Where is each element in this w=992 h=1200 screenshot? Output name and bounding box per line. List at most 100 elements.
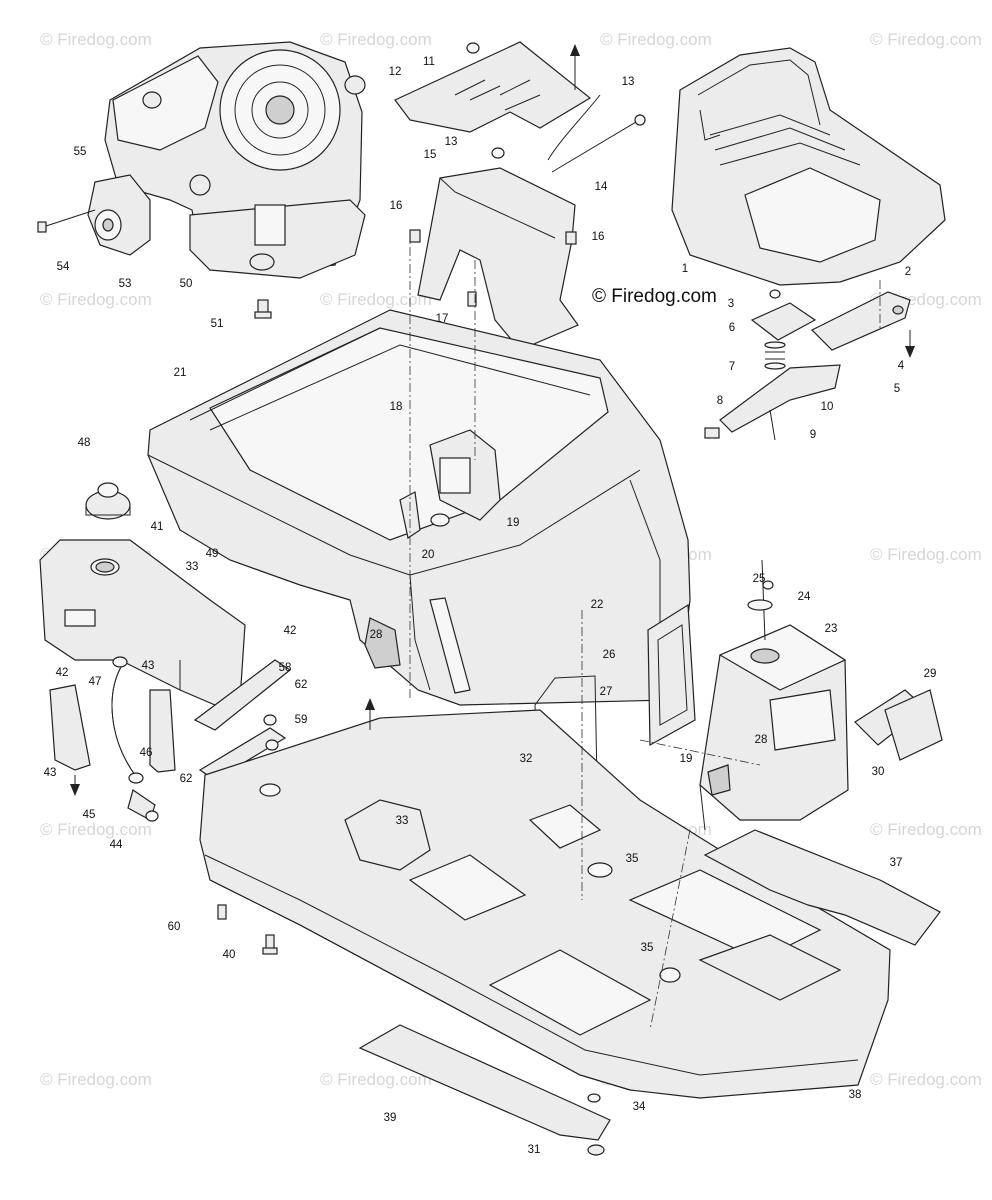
callout-41: 41 — [151, 521, 164, 533]
panel-26 — [647, 603, 696, 747]
callout-24: 24 — [798, 591, 811, 603]
callout-4: 4 — [898, 360, 905, 372]
watermark-text: © Firedog.com — [320, 30, 432, 49]
callout-13: 13 — [445, 136, 458, 148]
callout-25: 25 — [753, 573, 766, 585]
watermark-text: © Firedog.com — [40, 290, 152, 309]
callout-33: 33 — [396, 815, 409, 827]
watermark-text: © Firedog.com — [870, 820, 982, 839]
callout-2: 2 — [905, 266, 911, 278]
callout-20: 20 — [422, 549, 435, 561]
watermark-text: © Firedog.com — [320, 290, 432, 309]
callout-62: 62 — [295, 679, 308, 691]
spring-7 — [764, 341, 786, 370]
callout-19: 19 — [507, 517, 520, 529]
callout-54: 54 — [57, 261, 70, 273]
callout-8: 8 — [717, 395, 723, 407]
callout-15: 15 — [424, 149, 437, 161]
callout-35: 35 — [641, 942, 654, 954]
copyright-notice: © Firedog.com — [592, 286, 717, 307]
callout-31: 31 — [528, 1144, 541, 1156]
callout-32: 32 — [520, 753, 533, 765]
tank-bracket-43 — [49, 684, 176, 773]
callout-50: 50 — [180, 278, 193, 290]
watermark-text: © Firedog.com — [40, 30, 152, 49]
fuel-line-46 — [111, 656, 144, 784]
seat-bracket-2 — [810, 291, 911, 351]
watermark-text: © Firedog.com — [320, 1070, 432, 1089]
seat-bracket-10 — [704, 364, 841, 441]
callout-22: 22 — [591, 599, 604, 611]
callout-42: 42 — [284, 625, 297, 637]
callout-49: 49 — [206, 548, 219, 560]
watermark-text: © Firedog.com — [870, 545, 982, 564]
watermark-text: © Firedog.com — [40, 820, 152, 839]
seat-pivot-18 — [429, 429, 501, 521]
callout-23: 23 — [825, 623, 838, 635]
callout-11: 11 — [423, 56, 435, 68]
callout-62: 62 — [180, 773, 193, 785]
callout-7: 7 — [729, 361, 735, 373]
callout-34: 34 — [633, 1101, 646, 1113]
seat-1 — [671, 47, 946, 286]
callout-39: 39 — [384, 1112, 397, 1124]
callout-3: 3 — [728, 298, 734, 310]
callout-53: 53 — [119, 278, 132, 290]
callout-58: 58 — [279, 662, 292, 674]
callout-44: 44 — [110, 839, 123, 851]
watermark-text: © Firedog.com — [600, 30, 712, 49]
callout-37: 37 — [890, 857, 903, 869]
panel-29 — [854, 689, 943, 761]
callout-18: 18 — [390, 401, 403, 413]
fuel-filter-44 — [127, 789, 159, 822]
fender-21 — [147, 309, 691, 706]
callout-42: 42 — [56, 667, 69, 679]
watermark-text: © Firedog.com — [870, 1070, 982, 1089]
callout-12: 12 — [389, 66, 402, 78]
dash-console-23 — [699, 624, 849, 831]
callout-16: 16 — [592, 231, 605, 243]
callout-17: 17 — [436, 313, 449, 325]
muffler-53 — [37, 174, 151, 256]
watermark-text: © Firedog.com — [40, 1070, 152, 1089]
nut-31 — [587, 1093, 605, 1156]
bolts-40-60 — [217, 904, 278, 955]
callout-28: 28 — [755, 734, 768, 746]
callout-16: 16 — [390, 200, 403, 212]
bracket-58 — [193, 659, 292, 781]
callout-10: 10 — [821, 401, 834, 413]
fuel-tank-41 — [39, 539, 246, 706]
callout-59: 59 — [295, 714, 308, 726]
callout-30: 30 — [872, 766, 885, 778]
callout-46: 46 — [140, 747, 153, 759]
bolt-51 — [254, 299, 272, 319]
floor-mat-39 — [358, 1024, 611, 1141]
callout-43: 43 — [142, 660, 155, 672]
callout-28: 28 — [370, 629, 383, 641]
seat-plate-6 — [750, 289, 817, 341]
callout-55: 55 — [74, 146, 87, 158]
callout-35: 35 — [626, 853, 639, 865]
callout-6: 6 — [729, 322, 735, 334]
alignment-lines — [409, 230, 881, 1031]
callout-1: 1 — [682, 263, 688, 275]
callout-48: 48 — [78, 437, 91, 449]
callout-47: 47 — [89, 676, 102, 688]
fuel-cap-48 — [85, 482, 131, 520]
callout-60: 60 — [168, 921, 181, 933]
callout-29: 29 — [924, 668, 937, 680]
callout-33: 33 — [186, 561, 199, 573]
watermark-text: © Firedog.com — [870, 30, 982, 49]
floor-mat-37 — [703, 829, 941, 946]
callout-45: 45 — [83, 809, 96, 821]
callout-26: 26 — [603, 649, 616, 661]
seat-support-12 — [394, 41, 592, 159]
callout-38: 38 — [849, 1089, 862, 1101]
callout-40: 40 — [223, 949, 236, 961]
frame-38 — [199, 709, 891, 1099]
callout-51: 51 — [211, 318, 224, 330]
callout-13: 13 — [622, 76, 635, 88]
callout-43: 43 — [44, 767, 57, 779]
